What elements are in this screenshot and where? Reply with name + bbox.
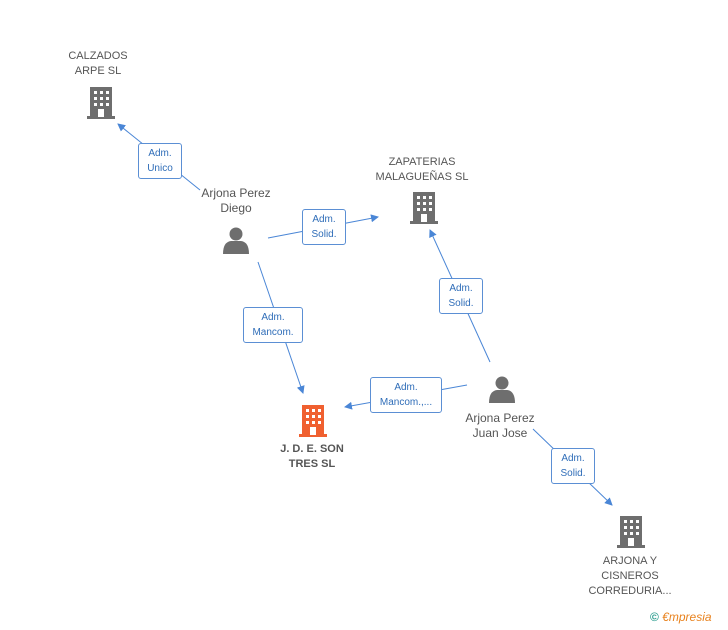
brand-initial: € (662, 610, 669, 624)
node-label-line: ARPE SL (74, 65, 122, 77)
person-label-juan[interactable]: Arjona Perez Juan Jose (450, 411, 550, 441)
building-icon-calzados[interactable] (87, 87, 115, 119)
building-icon-arjona-cisneros[interactable] (617, 516, 645, 548)
edge-label-diego-jde[interactable]: Adm. Mancom. (243, 307, 303, 343)
node-label-zapaterias[interactable]: ZAPATERIAS MALAGUEÑAS SL (362, 155, 482, 185)
brand-name: mpresia (668, 610, 712, 624)
node-label-line: J. D. E. SON (280, 443, 344, 455)
person-label-line: Arjona Perez (465, 411, 535, 425)
node-label-line: ZAPATERIAS (388, 156, 456, 168)
node-label-line: MALAGUEÑAS SL (375, 171, 469, 183)
node-label-calzados[interactable]: CALZADOS ARPE SL (50, 49, 146, 79)
edge-label-line: Adm. (394, 382, 418, 393)
edge-label-line: Unico (147, 163, 173, 174)
node-label-line: CALZADOS (68, 50, 128, 62)
edge-label-line: Mancom. (252, 327, 294, 338)
copyright-icon: © (650, 610, 659, 624)
edge-label-diego-zapaterias[interactable]: Adm. Solid. (302, 209, 346, 245)
person-label-line: Juan Jose (472, 426, 528, 440)
edge-label-line: Solid. (448, 298, 474, 309)
edge-label-line: Adm. (449, 283, 473, 294)
edge-label-line: Adm. (261, 312, 285, 323)
brand-watermark: © €mpresia (650, 610, 712, 624)
edge-label-line: Mancom.,... (379, 397, 433, 408)
edge-label-diego-calzados[interactable]: Adm. Unico (138, 143, 182, 179)
person-icon-juan[interactable] (489, 376, 515, 404)
node-label-jde[interactable]: J. D. E. SON TRES SL (262, 442, 362, 472)
edge-label-juan-jde[interactable]: Adm. Mancom.,... (370, 377, 442, 413)
node-label-line: CORREDURIA... (588, 585, 672, 597)
edge-label-line: Solid. (560, 468, 586, 479)
building-icon-jde[interactable] (299, 405, 327, 437)
edge-label-juan-zapaterias[interactable]: Adm. Solid. (439, 278, 483, 314)
edge-label-line: Solid. (311, 229, 337, 240)
node-label-line: TRES SL (288, 458, 336, 470)
person-label-line: Arjona Perez (201, 186, 271, 200)
edge-label-line: Adm. (561, 453, 585, 464)
edge-label-line: Adm. (312, 214, 336, 225)
edge-label-line: Adm. (148, 148, 172, 159)
node-label-arjona-cisneros[interactable]: ARJONA Y CISNEROS CORREDURIA... (580, 554, 680, 599)
node-label-line: ARJONA Y (602, 555, 658, 567)
person-icon-diego[interactable] (223, 227, 249, 255)
node-label-line: CISNEROS (601, 570, 659, 582)
person-label-line: Diego (220, 201, 252, 215)
building-icon-zapaterias[interactable] (410, 192, 438, 224)
edge-label-juan-arjona[interactable]: Adm. Solid. (551, 448, 595, 484)
person-label-diego[interactable]: Arjona Perez Diego (186, 186, 286, 216)
